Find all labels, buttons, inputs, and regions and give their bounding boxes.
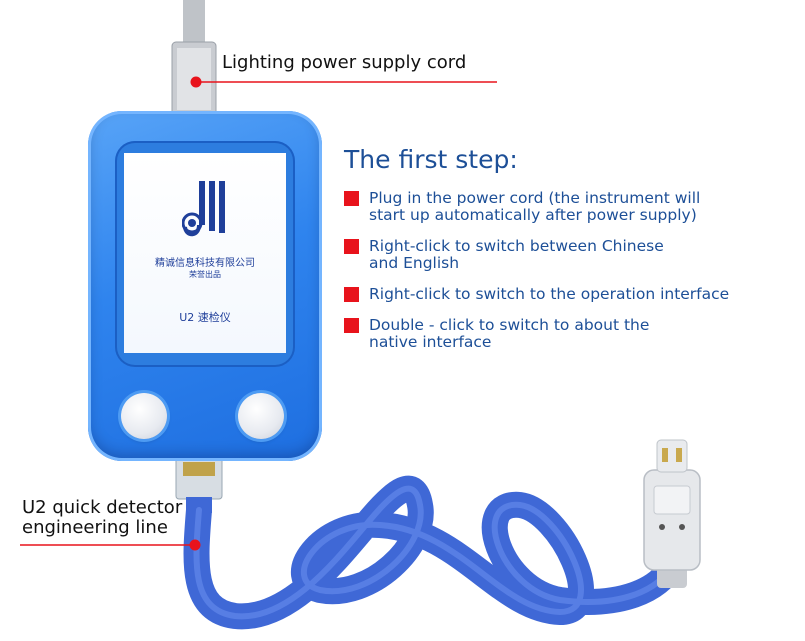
engineering-line-label-line2: engineering line (22, 517, 168, 538)
left-device-button[interactable] (121, 393, 167, 439)
red-square-bullet-icon (344, 318, 359, 333)
device-screen: 精诚信息科技有限公司 荣誉出品 U2 速检仪 (124, 153, 286, 353)
red-square-bullet-icon (344, 287, 359, 302)
right-device-button[interactable] (238, 393, 284, 439)
red-square-bullet-icon (344, 239, 359, 254)
lightning-tip (656, 439, 688, 473)
product-name: U2 速检仪 (179, 311, 231, 324)
steps-heading: The first step: (344, 145, 518, 174)
rj45-connector (175, 454, 223, 500)
power-cord-label: Lighting power supply cord (222, 52, 467, 73)
step-text-line2: native interface (369, 333, 492, 351)
step-item: Right-click to switch to the operation i… (344, 286, 799, 303)
slogan-text: 荣誉出品 (189, 270, 221, 279)
step-text-line1: Plug in the power cord (the instrument w… (369, 189, 701, 207)
engineering-line-label: U2 quick detector engineering line (22, 498, 182, 538)
step-item: Plug in the power cord (the instrument w… (344, 190, 799, 224)
step-text-line1: Right-click to switch to the operation i… (369, 285, 730, 303)
company-name: 精诚信息科技有限公司 (155, 258, 255, 269)
jc-logo-icon (182, 181, 225, 237)
steps-list: Plug in the power cord (the instrument w… (344, 190, 799, 365)
step-text-line2: start up automatically after power suppl… (369, 206, 697, 224)
screen-bezel: 精诚信息科技有限公司 荣誉出品 U2 速检仪 (115, 141, 295, 367)
u2-detector-device: 精诚信息科技有限公司 荣誉出品 U2 速检仪 (88, 111, 322, 461)
step-text-line1: Right-click to switch between Chinese (369, 237, 664, 255)
red-square-bullet-icon (344, 191, 359, 206)
step-item: Double - click to switch to about the na… (344, 317, 799, 351)
step-item: Right-click to switch between Chinese an… (344, 238, 799, 272)
blue-cable (183, 475, 685, 630)
step-text-line1: Double - click to switch to about the (369, 316, 650, 334)
engineering-line-label-line1: U2 quick detector (22, 497, 183, 518)
step-text-line2: and English (369, 254, 460, 272)
lightning-plug-body (643, 469, 701, 571)
power-cord (183, 0, 205, 48)
